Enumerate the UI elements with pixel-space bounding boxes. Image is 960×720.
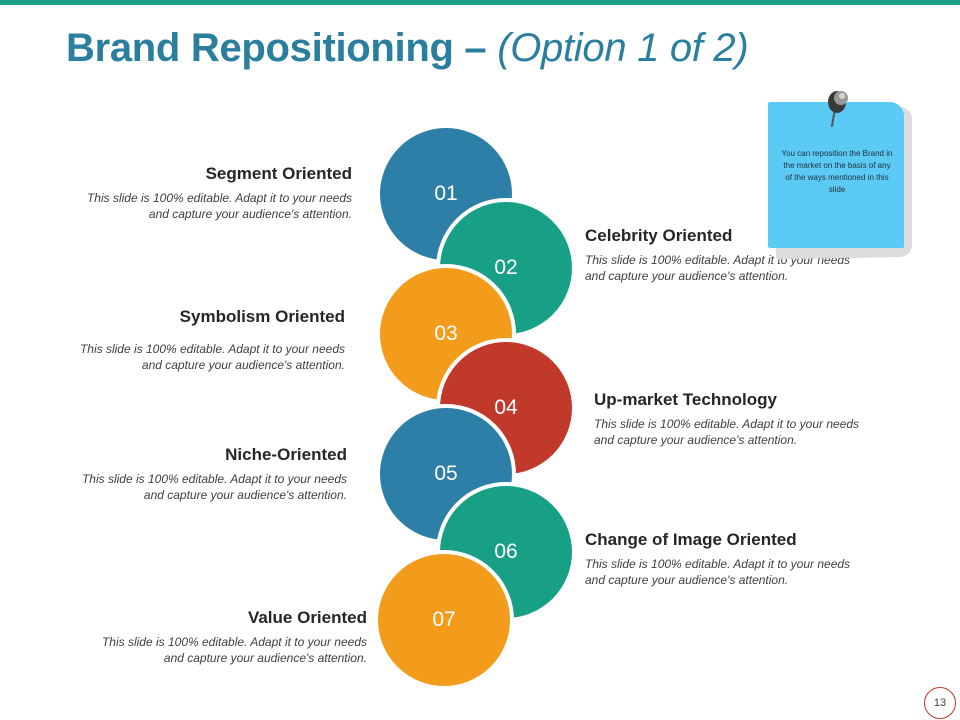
title-main: Brand Repositioning – (66, 26, 498, 70)
item-heading: Change of Image Oriented (585, 530, 797, 549)
item-description: This slide is 100% editable. Adapt it to… (101, 635, 367, 665)
circle-number: 06 (494, 540, 518, 563)
item-heading: Symbolism Oriented (179, 307, 345, 326)
item-description: This slide is 100% editable. Adapt it to… (86, 191, 352, 221)
item-up-market-technology: Up-market Technology This slide is 100% … (594, 390, 884, 448)
page-number: 13 (924, 687, 956, 719)
item-description: This slide is 100% editable. Adapt it to… (79, 342, 345, 372)
item-heading: Niche-Oriented (225, 445, 347, 464)
item-heading: Value Oriented (247, 608, 367, 627)
pushpin-icon (828, 91, 848, 127)
item-heading: Celebrity Oriented (585, 226, 733, 245)
item-value-oriented: Value Oriented This slide is 100% editab… (77, 608, 367, 666)
sticky-note: You can reposition the Brand in the mark… (768, 102, 904, 248)
sticky-note-text: You can reposition the Brand in the mark… (781, 149, 893, 194)
item-description: This slide is 100% editable. Adapt it to… (585, 557, 851, 587)
circle-number: 05 (434, 462, 458, 485)
item-description: This slide is 100% editable. Adapt it to… (594, 417, 860, 447)
title-subtitle: (Option 1 of 2) (497, 26, 749, 70)
item-heading: Segment Oriented (205, 164, 352, 183)
item-niche-oriented: Niche-Oriented This slide is 100% editab… (57, 445, 347, 503)
item-segment-oriented: Segment Oriented This slide is 100% edit… (62, 164, 352, 222)
top-accent-bar (0, 0, 960, 5)
item-symbolism-oriented: Symbolism Oriented This slide is 100% ed… (55, 307, 345, 373)
circle-07: 07 (374, 550, 514, 690)
item-celebrity-oriented: Celebrity Oriented This slide is 100% ed… (585, 226, 875, 284)
circle-number: 02 (494, 256, 518, 279)
circle-number: 04 (494, 396, 518, 419)
circle-number: 03 (434, 322, 458, 345)
item-heading: Up-market Technology (594, 390, 777, 409)
item-change-of-image-oriented: Change of Image Oriented This slide is 1… (585, 530, 875, 588)
circle-number: 07 (432, 608, 456, 631)
slide-title: Brand Repositioning – (Option 1 of 2) (66, 26, 749, 71)
item-description: This slide is 100% editable. Adapt it to… (81, 472, 347, 502)
circle-number: 01 (434, 182, 458, 205)
